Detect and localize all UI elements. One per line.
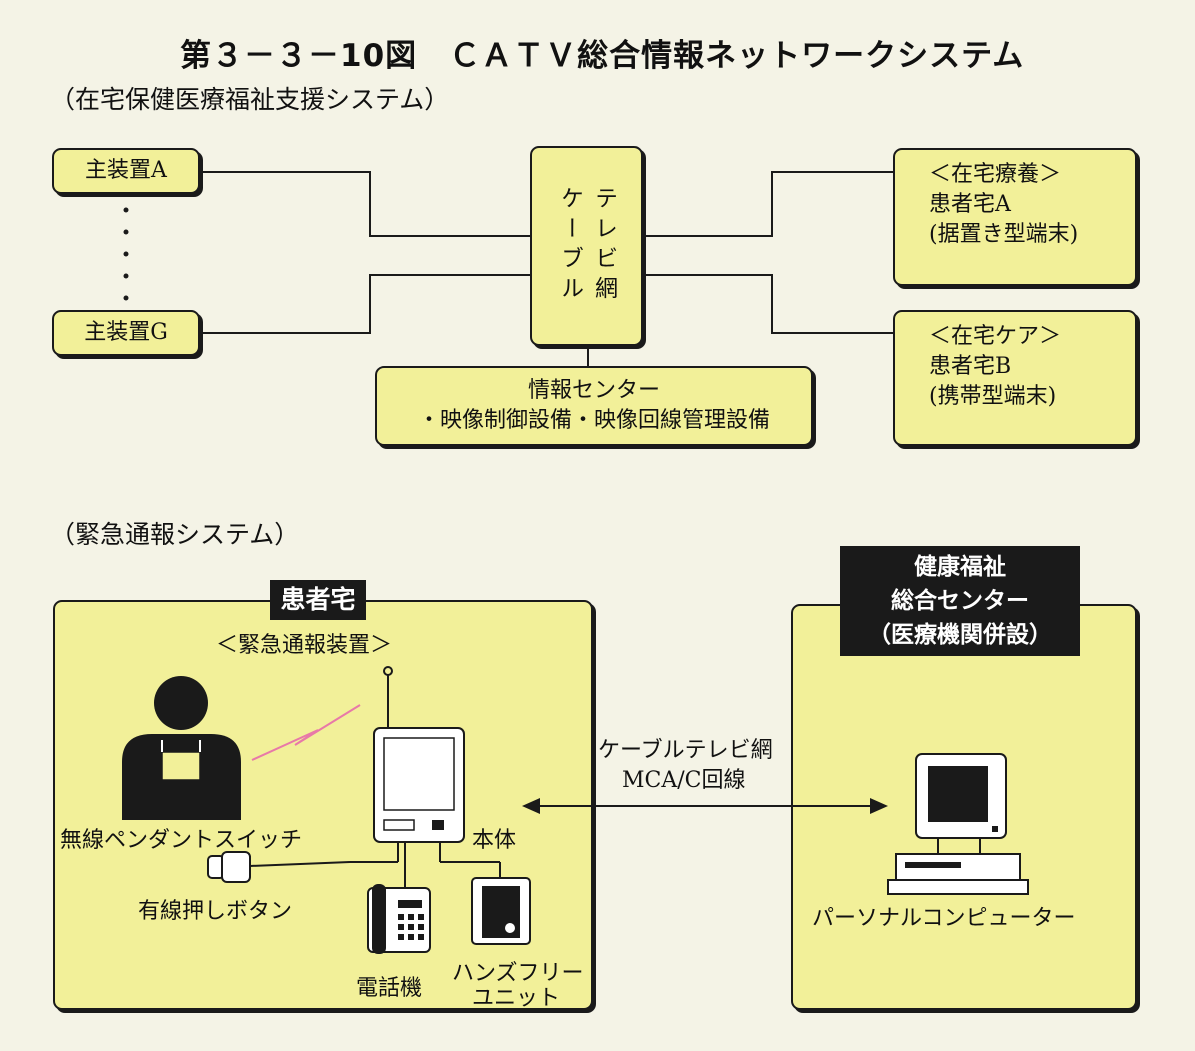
arrow-left-head	[522, 798, 540, 814]
info-center-line1: 情報センター	[527, 378, 660, 403]
handsfree-label-1: ハンズフリー	[452, 961, 584, 986]
telephone-label: 電話機	[356, 976, 423, 1001]
patient-a-line2: 患者宅A	[929, 192, 1011, 217]
cable-network-box: ケーブル テレビ網	[530, 146, 643, 346]
push-button-label: 有線押しボタン	[138, 899, 293, 924]
line-cable-to-patient-b	[643, 274, 893, 334]
patient-a-box: ＜在宅療養＞ 患者宅A (据置き型端末)	[893, 148, 1137, 286]
patient-b-line2: 患者宅B	[929, 354, 1012, 379]
link-label-1: ケーブルテレビ網	[598, 738, 773, 763]
handsfree-label-2: ユニット	[472, 986, 561, 1011]
link-label-2: MCA/C回線	[622, 768, 746, 793]
line-device-a-to-cable	[200, 171, 530, 237]
main-unit-label: 本体	[472, 828, 517, 853]
patient-a-line3: (据置き型端末)	[929, 222, 1079, 247]
cable-network-label-1: ケーブル	[556, 186, 583, 306]
telephone-icon	[367, 884, 431, 954]
device-a-box: 主装置A	[52, 148, 200, 194]
patient-b-line1: ＜在宅ケア＞	[929, 324, 1062, 349]
section-title-home-care: （在宅保健医療福祉支援システム）	[50, 85, 450, 114]
device-a-label: 主装置A	[85, 158, 167, 183]
welfare-center-line1: 健康福祉	[914, 553, 1006, 580]
section-title-emergency: （緊急通報システム）	[50, 520, 300, 549]
ellipsis-dots	[123, 207, 129, 301]
welfare-center-header: 健康福祉 総合センター （医療機関併設）	[840, 546, 1080, 656]
welfare-center-line2: 総合センター	[891, 587, 1029, 614]
welfare-center-line3: （医療機関併設）	[868, 621, 1052, 648]
pendant-switch-label: 無線ペンダントスイッチ	[60, 828, 303, 853]
handsfree-unit-icon	[471, 877, 531, 945]
cable-network-label-2: テレビ網	[590, 186, 617, 306]
line-device-g-to-cable	[200, 274, 530, 334]
patient-a-line1: ＜在宅療養＞	[929, 162, 1062, 187]
patient-b-box: ＜在宅ケア＞ 患者宅B (携帯型端末)	[893, 310, 1137, 446]
info-center-line2: ・映像制御設備・映像回線管理設備	[417, 408, 770, 433]
computer-label: パーソナルコンピューター	[812, 906, 1076, 931]
patient-b-line3: (携帯型端末)	[929, 384, 1057, 409]
wireless-signal-icon	[251, 704, 361, 761]
patient-home-header: 患者宅	[270, 580, 366, 620]
push-button-icon	[207, 851, 351, 883]
arrow-right-head	[870, 798, 888, 814]
computer-icon	[887, 753, 1029, 895]
main-unit-icon	[373, 666, 465, 843]
info-center-box: 情報センター ・映像制御設備・映像回線管理設備	[375, 366, 813, 446]
emergency-device-title: ＜緊急通報装置＞	[216, 633, 393, 658]
device-g-label: 主装置G	[84, 320, 168, 345]
device-g-box: 主装置G	[52, 310, 200, 356]
page-title: 第３－３－10図 ＣＡＴＶ総合情報ネットワークシステム	[180, 38, 1025, 74]
person-icon	[122, 676, 241, 820]
line-cable-to-patient-a	[643, 171, 893, 237]
